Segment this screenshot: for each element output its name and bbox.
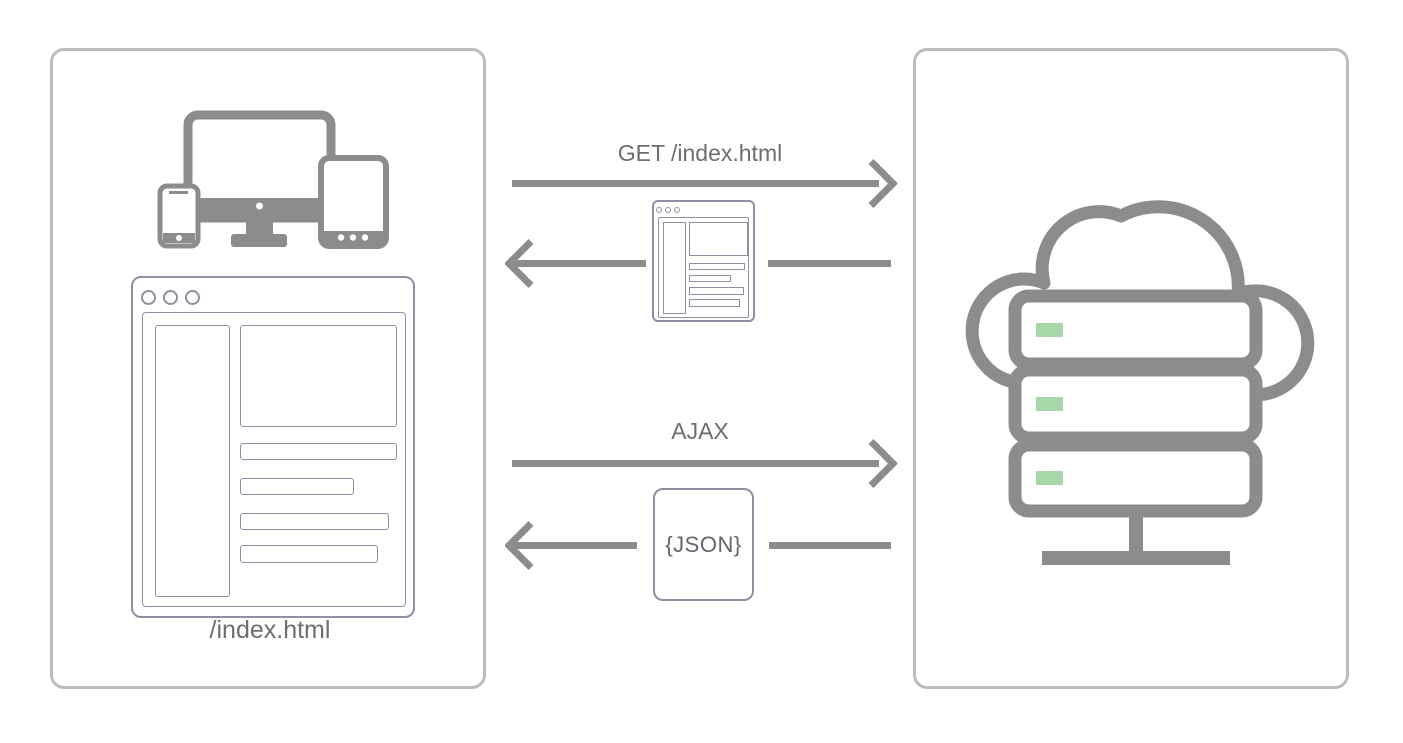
monitor-icon (183, 110, 336, 247)
window-control-icon (674, 207, 680, 213)
server-rack-1 (1008, 289, 1263, 371)
smartphone-icon (157, 183, 201, 249)
window-control-icon (665, 207, 671, 213)
sidebar-placeholder (155, 325, 230, 597)
mini-bar (689, 299, 740, 307)
mini-bar (689, 275, 731, 282)
html-page-icon (652, 200, 755, 322)
cloud-server-icon (965, 200, 1315, 565)
request-arrow-2 (512, 439, 898, 488)
mini-bar (689, 263, 745, 270)
mini-viewport (658, 217, 749, 318)
json-box: {JSON} (653, 488, 754, 601)
window-control-icon (163, 290, 178, 305)
devices-icon (157, 110, 389, 249)
client-page-label: /index.html (209, 616, 331, 644)
ajax-request-label: AJAX (671, 418, 729, 444)
request-arrow-1 (512, 159, 898, 208)
mini-hero (689, 221, 748, 256)
server-stand (1042, 511, 1230, 565)
status-light (1036, 323, 1063, 337)
content-bar (240, 443, 397, 460)
status-light (1036, 397, 1063, 411)
status-light (1036, 471, 1063, 485)
server-rack-2 (1008, 363, 1263, 445)
browser-window (131, 276, 415, 618)
window-control-icon (141, 290, 156, 305)
mini-sidebar (662, 221, 686, 314)
content-bar (240, 478, 354, 495)
client-panel (50, 48, 486, 689)
response-arrow-2 (505, 521, 891, 570)
content-bar (240, 513, 389, 530)
content-bar (240, 545, 378, 563)
json-label: {JSON} (665, 531, 742, 557)
get-request-label: GET /index.html (617, 140, 783, 166)
window-control-icon (185, 290, 200, 305)
hero-placeholder (240, 325, 397, 427)
tablet-icon (318, 155, 389, 249)
response-arrow-1 (505, 239, 891, 288)
browser-viewport (142, 312, 406, 607)
mini-bar (689, 287, 744, 295)
server-panel (913, 48, 1349, 689)
server-rack-3 (1008, 438, 1263, 518)
window-control-icon (656, 207, 662, 213)
